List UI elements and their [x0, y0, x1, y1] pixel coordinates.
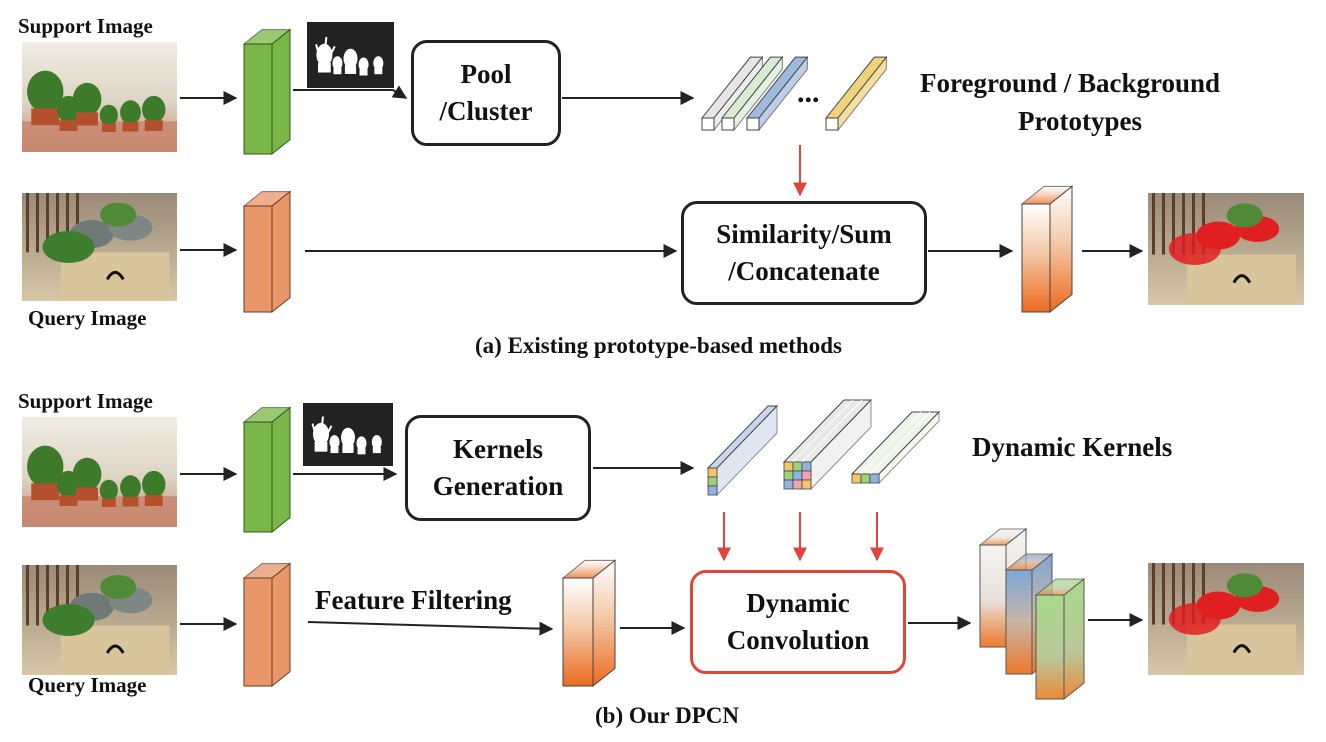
support-feature-map-a: [242, 28, 292, 156]
pool-cluster-line1: Pool: [460, 59, 512, 89]
prototypes-label-line1: Foreground / Background: [920, 68, 1221, 98]
query-image-label-a: Query Image: [28, 306, 147, 330]
pool-cluster-box: Pool /Cluster: [411, 40, 561, 146]
arrow-feature-filtering: [307, 621, 554, 636]
prototype-bar-3: [745, 55, 809, 132]
query-feature-map-b: [242, 562, 292, 688]
dynamic-kernels-label: Dynamic Kernels: [972, 432, 1173, 462]
kernel-bundle-2: [782, 398, 873, 491]
prototypes-label-line2: Prototypes: [1018, 106, 1142, 136]
support-feature-map-b: [242, 406, 292, 534]
prototype-bar-4: [824, 55, 888, 132]
arrow-feature-to-pool: [293, 85, 408, 99]
caption-a: (a) Existing prototype-based methods: [475, 333, 842, 358]
ellipsis-label: ...: [797, 76, 820, 109]
kernel-bundle-1: [706, 404, 779, 497]
kernels-generation-box: Kernels Generation: [405, 415, 591, 521]
similarity-box: Similarity/Sum /Concatenate: [681, 201, 927, 305]
dynamic-convolution-line2: Convolution: [726, 625, 870, 655]
prediction-image-b: [1148, 563, 1304, 675]
dynamic-convolution-line1: Dynamic: [746, 588, 850, 618]
filtered-feature-map: [561, 559, 617, 688]
prototype-bar-2: [720, 55, 784, 132]
support-image-label-a: Support Image: [18, 14, 153, 38]
output-feature-map-b3: [1034, 577, 1086, 701]
query-image-b: [22, 565, 177, 675]
support-mask-b: [303, 403, 393, 466]
query-image-label-b: Query Image: [28, 673, 147, 697]
kernels-generation-line1: Kernels: [453, 434, 543, 464]
dynamic-convolution-box: Dynamic Convolution: [690, 570, 906, 674]
support-mask-a: [307, 22, 394, 88]
caption-b: (b) Our DPCN: [595, 703, 739, 728]
output-feature-map-a: [1020, 185, 1074, 314]
kernels-generation-line2: Generation: [432, 471, 564, 501]
pool-cluster-line2: /Cluster: [439, 96, 533, 126]
prediction-image-a: [1148, 193, 1304, 305]
support-image-b: [22, 417, 177, 527]
support-image-a: [22, 42, 177, 152]
query-image-a: [22, 193, 177, 301]
similarity-line2: /Concatenate: [728, 256, 880, 286]
kernel-bundle-3: [850, 410, 941, 485]
similarity-line1: Similarity/Sum: [716, 219, 892, 249]
query-feature-map-a: [242, 190, 292, 314]
support-image-label-b: Support Image: [18, 389, 153, 413]
feature-filtering-label: Feature Filtering: [315, 585, 512, 615]
